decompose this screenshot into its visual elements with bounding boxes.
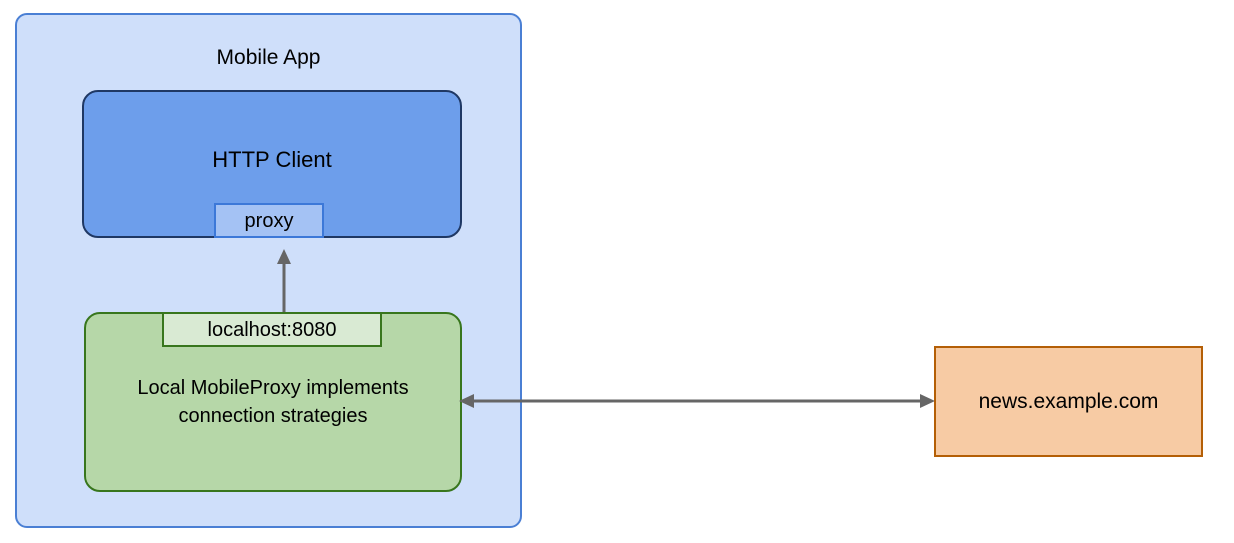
remote-server-box[interactable]: news.example.com bbox=[934, 346, 1203, 457]
http-client-label: HTTP Client bbox=[212, 147, 332, 172]
local-proxy-description: Local MobileProxy implements connection … bbox=[137, 377, 409, 427]
remote-server-label: news.example.com bbox=[978, 389, 1159, 413]
local-proxy-endpoint-label: localhost:8080 bbox=[207, 318, 337, 341]
local-proxy-to-remote-server-connector-arrow bbox=[459, 394, 935, 408]
mobile-app-container[interactable]: Mobile App HTTP Client proxy Local Mobil… bbox=[15, 13, 522, 528]
local-proxy-endpoint-box[interactable]: localhost:8080 bbox=[162, 312, 382, 347]
http-client-proxy-port-label: proxy bbox=[244, 209, 294, 232]
mobile-app-title: Mobile App bbox=[216, 46, 321, 69]
http-client-proxy-port-box[interactable]: proxy bbox=[214, 203, 324, 238]
